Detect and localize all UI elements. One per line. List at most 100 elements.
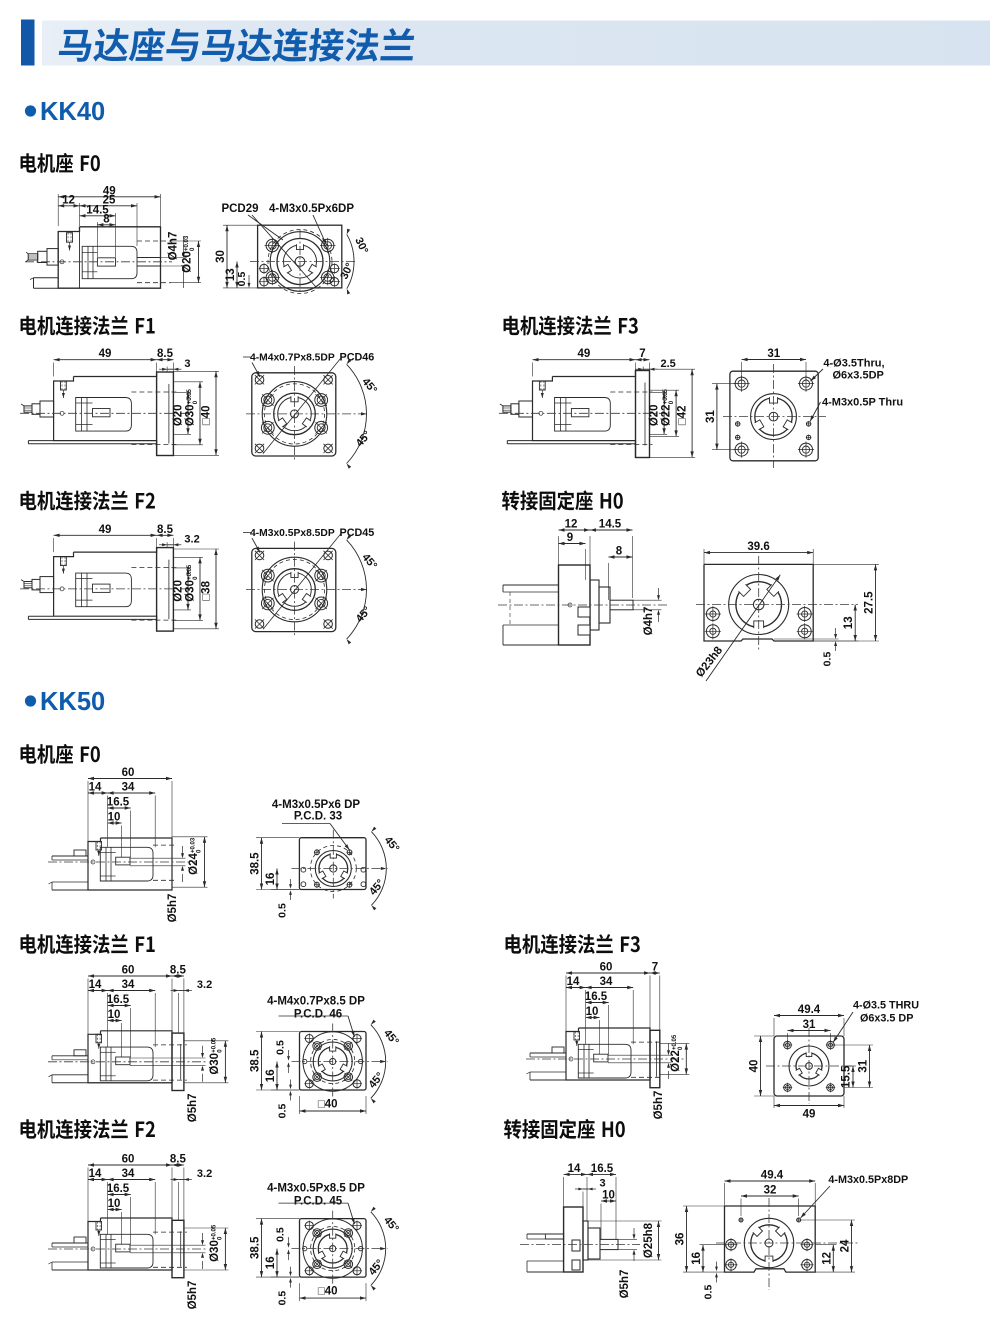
- svg-text:4-M3x0.5Px6 DP: 4-M3x0.5Px6 DP: [272, 799, 361, 811]
- svg-text:0.5: 0.5: [236, 272, 248, 287]
- svg-text:Ø20: Ø20: [173, 404, 185, 426]
- svg-text:60: 60: [122, 767, 135, 779]
- svg-text:45°: 45°: [359, 551, 379, 571]
- svg-text:30: 30: [215, 250, 227, 263]
- svg-text:Ø30: Ø30: [209, 1053, 221, 1075]
- svg-text:45°: 45°: [366, 1257, 386, 1277]
- svg-text:60: 60: [600, 962, 613, 974]
- svg-text:□40: □40: [318, 1099, 338, 1111]
- svg-text:□38: □38: [201, 580, 213, 600]
- svg-text:27.5: 27.5: [864, 591, 876, 614]
- svg-text:25: 25: [103, 194, 116, 206]
- svg-text:16: 16: [265, 873, 277, 886]
- svg-text:49.4: 49.4: [761, 1169, 784, 1181]
- svg-text:34: 34: [122, 1168, 135, 1180]
- svg-text:34: 34: [122, 979, 135, 991]
- svg-text:8.5: 8.5: [170, 965, 187, 977]
- svg-text:0: 0: [190, 247, 196, 251]
- svg-text:40: 40: [749, 1060, 761, 1073]
- svg-text:12: 12: [62, 194, 75, 206]
- svg-text:12: 12: [821, 1252, 833, 1265]
- svg-text:45°: 45°: [381, 1027, 401, 1047]
- svg-text:45°: 45°: [354, 429, 374, 449]
- svg-text:PCD46: PCD46: [340, 352, 375, 364]
- svg-text:4-Ø3.5Thru,: 4-Ø3.5Thru,: [823, 358, 884, 370]
- svg-text:39.6: 39.6: [747, 541, 769, 553]
- svg-text:16.5: 16.5: [107, 994, 130, 1006]
- svg-text:14.5: 14.5: [599, 519, 622, 531]
- svg-text:32: 32: [764, 1184, 777, 1196]
- svg-text:Ø25h8: Ø25h8: [643, 1222, 655, 1258]
- svg-text:7: 7: [652, 962, 658, 974]
- svg-text:P.C.D. 45: P.C.D. 45: [294, 1196, 343, 1208]
- svg-text:12: 12: [565, 519, 578, 531]
- svg-text:24: 24: [840, 1239, 852, 1252]
- svg-text:14: 14: [568, 1163, 581, 1175]
- svg-text:60: 60: [122, 965, 135, 977]
- svg-text:+0.03: +0.03: [184, 235, 190, 251]
- svg-text:10: 10: [108, 1009, 121, 1021]
- svg-text:0: 0: [669, 400, 675, 404]
- svg-text:0: 0: [193, 400, 199, 404]
- svg-text:Ø22: Ø22: [670, 1050, 682, 1072]
- svg-text:16: 16: [265, 1069, 277, 1082]
- svg-text:7: 7: [639, 348, 645, 360]
- svg-text:31: 31: [858, 1059, 870, 1072]
- svg-text:+0.05: +0.05: [663, 388, 669, 404]
- svg-text:3.2: 3.2: [184, 533, 199, 545]
- svg-text:0.5: 0.5: [822, 652, 834, 667]
- svg-text:0.5: 0.5: [275, 1227, 287, 1242]
- svg-text:Ø5h7: Ø5h7: [167, 894, 179, 923]
- svg-text:16: 16: [691, 1252, 703, 1265]
- svg-text:KK40: KK40: [40, 98, 105, 126]
- svg-text:49: 49: [99, 348, 112, 360]
- svg-text:34: 34: [600, 976, 613, 988]
- svg-text:4-M3x0.5Px6DP: 4-M3x0.5Px6DP: [269, 203, 354, 215]
- svg-text:9: 9: [567, 532, 573, 544]
- svg-text:16.5: 16.5: [107, 797, 130, 809]
- svg-text:Ø4h7: Ø4h7: [643, 607, 655, 636]
- svg-text:8.5: 8.5: [157, 524, 174, 536]
- svg-text:KK50: KK50: [40, 688, 105, 716]
- svg-text:16.5: 16.5: [591, 1163, 614, 1175]
- svg-text:PCD45: PCD45: [340, 527, 375, 539]
- svg-text:8.5: 8.5: [157, 348, 174, 360]
- svg-text:P.C.D. 46: P.C.D. 46: [294, 1009, 342, 1021]
- svg-text:4-M3x0.5Px8.5DP: 4-M3x0.5Px8.5DP: [250, 528, 335, 539]
- svg-text:Ø30: Ø30: [209, 1240, 221, 1262]
- svg-text:30°: 30°: [352, 236, 370, 256]
- svg-text:Ø22: Ø22: [661, 404, 673, 426]
- svg-text:16.5: 16.5: [107, 1183, 130, 1195]
- svg-text:0: 0: [217, 1049, 223, 1053]
- svg-text:10: 10: [602, 1190, 615, 1202]
- svg-text:□40: □40: [201, 405, 213, 425]
- svg-text:60: 60: [122, 1154, 135, 1166]
- svg-text:□40: □40: [318, 1286, 338, 1298]
- svg-text:49: 49: [578, 348, 591, 360]
- svg-text:49: 49: [803, 1109, 816, 1121]
- svg-text:13: 13: [225, 268, 237, 281]
- svg-text:Ø30: Ø30: [185, 580, 197, 602]
- svg-text:+0.05: +0.05: [187, 564, 193, 580]
- svg-text:8.5: 8.5: [170, 1154, 187, 1166]
- svg-text:45°: 45°: [382, 834, 402, 854]
- svg-text:3: 3: [184, 358, 190, 370]
- svg-text:14: 14: [89, 1168, 102, 1180]
- svg-text:38.5: 38.5: [250, 1236, 262, 1259]
- svg-text:4-M4x0.7Px8.5DP: 4-M4x0.7Px8.5DP: [250, 353, 335, 364]
- svg-text:14: 14: [567, 976, 580, 988]
- svg-text:34: 34: [122, 782, 135, 794]
- svg-text:49: 49: [103, 185, 116, 197]
- svg-text:Ø5h7: Ø5h7: [187, 1281, 199, 1310]
- svg-text:+0.05: +0.05: [211, 1224, 217, 1240]
- svg-text:8: 8: [103, 213, 110, 225]
- svg-text:49: 49: [99, 524, 112, 536]
- svg-text:0.5: 0.5: [703, 1285, 715, 1300]
- svg-text:Ø4h7: Ø4h7: [168, 232, 180, 261]
- svg-text:Ø24: Ø24: [188, 853, 200, 875]
- svg-text:+0.03: +0.03: [190, 837, 196, 853]
- svg-text:0: 0: [217, 1236, 223, 1240]
- svg-text:3: 3: [600, 1178, 606, 1190]
- svg-text:14: 14: [89, 979, 102, 991]
- svg-text:15.5: 15.5: [841, 1065, 853, 1088]
